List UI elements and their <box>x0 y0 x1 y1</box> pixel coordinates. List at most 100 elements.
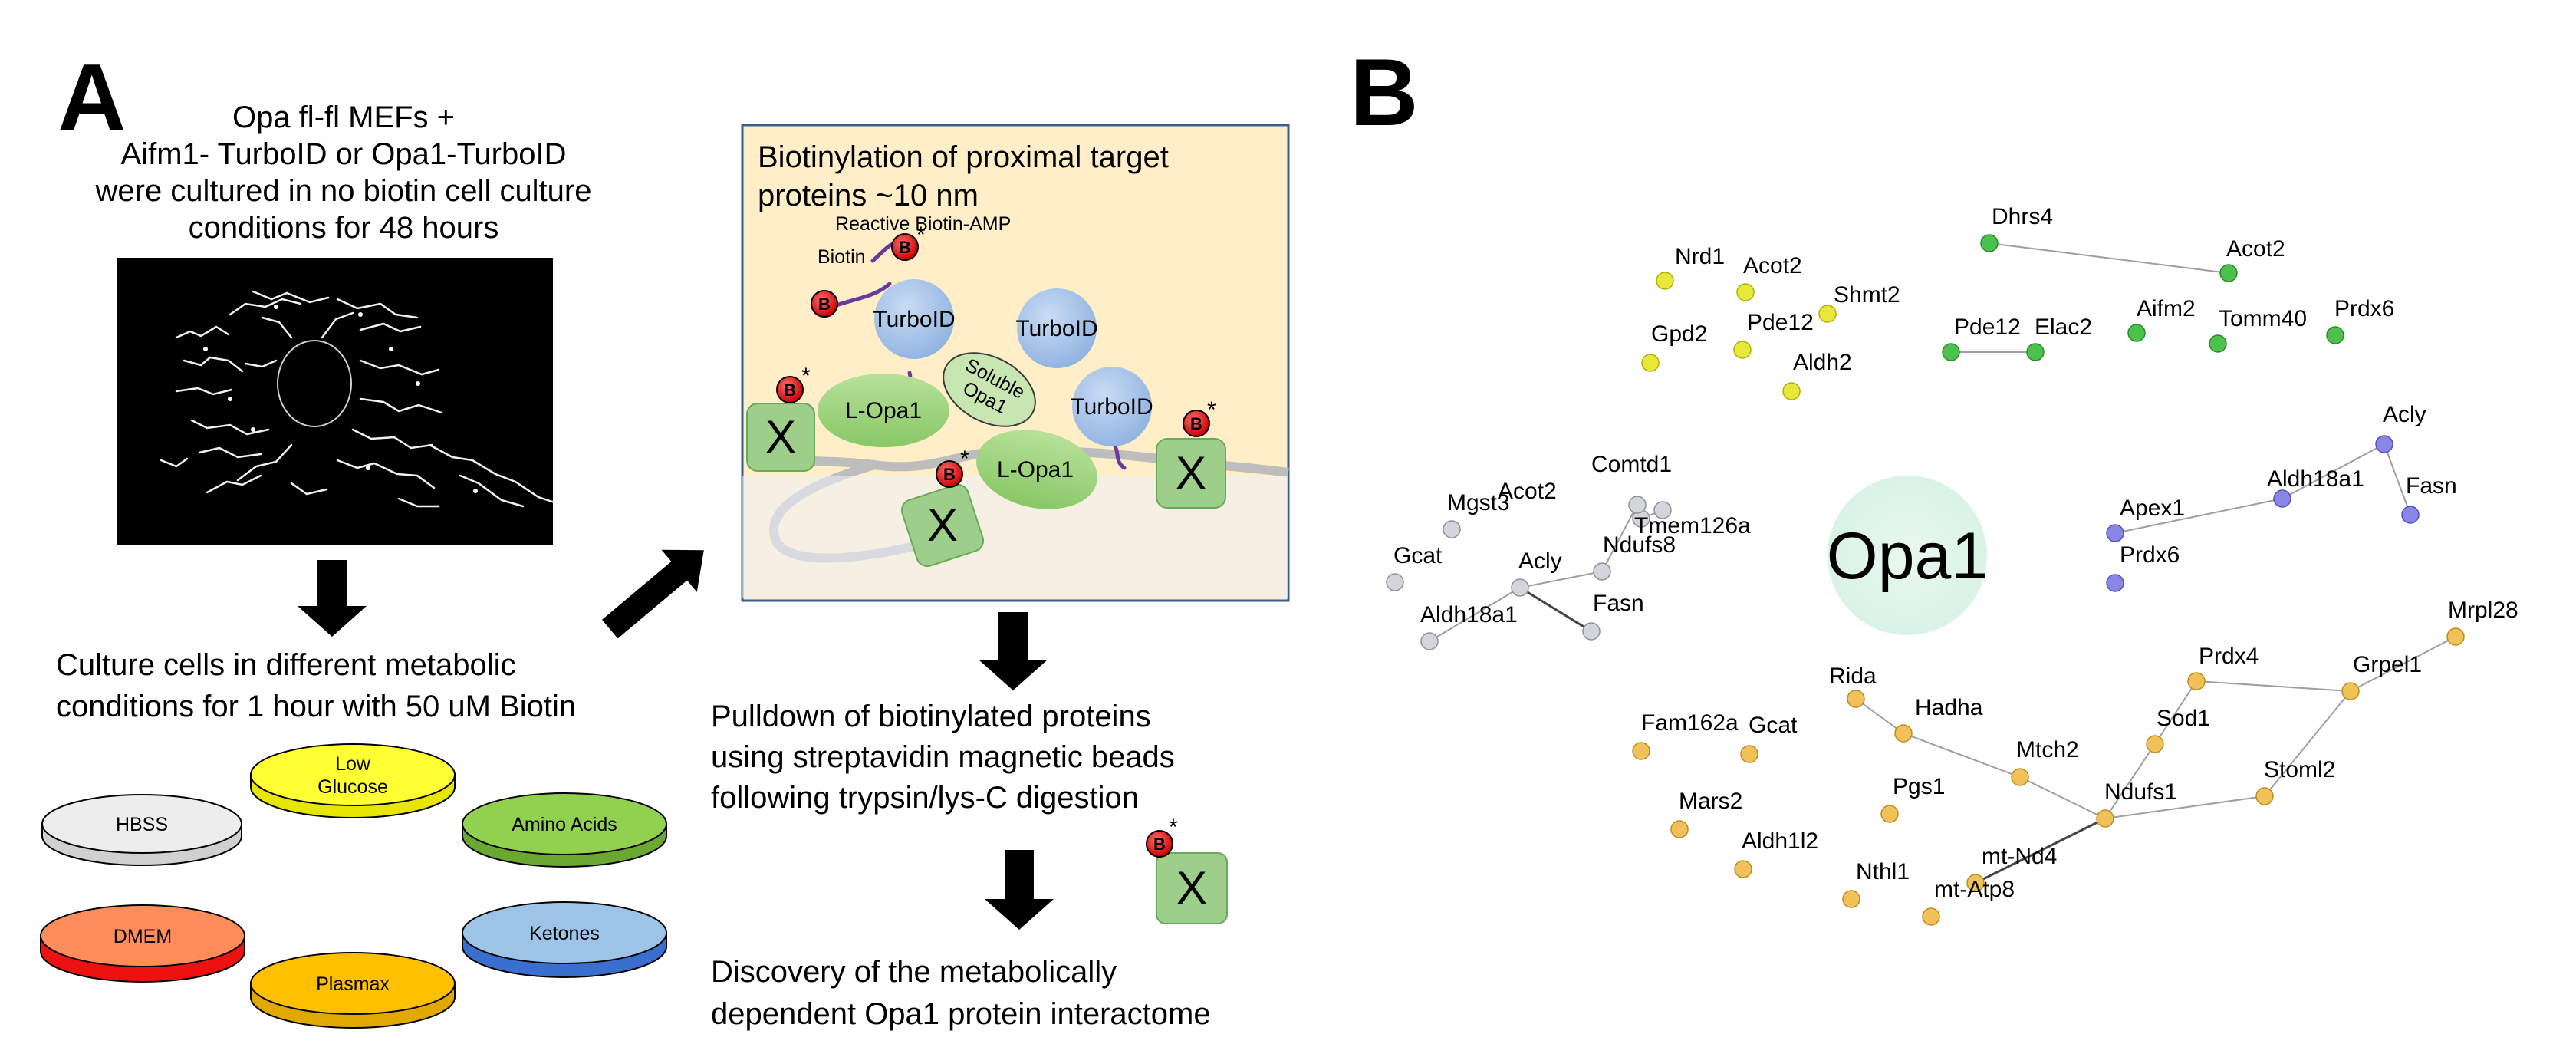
network-node <box>2375 435 2393 453</box>
network-node <box>2326 326 2344 344</box>
opa1-center: Opa1 <box>1827 476 1988 635</box>
pulldown-line: using streptavidin magnetic beads <box>711 740 1175 774</box>
pulldown-line: following trypsin/lys-C digestion <box>711 781 1139 815</box>
node-label: Aldh18a1 <box>1420 602 1518 627</box>
biotin-b-label: B <box>1153 835 1166 854</box>
x-label: X <box>1176 447 1206 499</box>
dish-ketones: Ketones <box>462 901 667 978</box>
network-node <box>2341 682 2360 700</box>
node-label: Fasn <box>1593 591 1644 616</box>
network-node <box>2219 264 2238 282</box>
network-node <box>1641 354 1660 372</box>
node-label: Prdx6 <box>2334 296 2394 321</box>
biotin-label: Biotin <box>818 246 866 268</box>
node-label: Tmem126a <box>1634 513 1751 538</box>
network-node <box>1733 341 1752 359</box>
network-node <box>1894 724 1913 743</box>
network-node <box>2106 524 2124 542</box>
network-node <box>2011 768 2029 786</box>
node-label: Ndufs1 <box>2104 779 2177 805</box>
node-label: Pgs1 <box>1893 774 1945 799</box>
network-node <box>2096 809 2114 828</box>
discovery-line: Discovery of the metabolically <box>711 955 1117 989</box>
network-node <box>1420 632 1439 650</box>
turboid-label: TurboID <box>1071 394 1153 420</box>
culture-line: conditions for 1 hour with 50 uM Biotin <box>56 690 576 723</box>
star-mark: * <box>916 222 926 248</box>
network-node <box>1842 890 1860 908</box>
dish-label: HBSS <box>116 814 168 835</box>
network-node <box>1922 907 1940 926</box>
pulldown-line: Pulldown of biotinylated proteins <box>711 700 1151 733</box>
network-node <box>2401 506 2420 524</box>
l-opa1-protein: L-Opa1 <box>818 374 949 447</box>
node-label: Grpel1 <box>2353 652 2422 677</box>
network-node <box>1443 520 1461 538</box>
network-node <box>1966 874 1985 892</box>
node-label: Acot2 <box>2226 236 2285 262</box>
soluble-opa1-protein: Soluble Opa1 <box>943 352 1036 427</box>
node-label: Aldh18a1 <box>2267 466 2364 492</box>
node-label: Hadha <box>1915 695 1983 720</box>
network-node <box>1593 562 1611 581</box>
node-label: Elac2 <box>2035 315 2092 340</box>
node-label: Pde12 <box>1954 315 2021 340</box>
node-label: Apex1 <box>2120 496 2185 521</box>
network-node <box>1880 805 1899 823</box>
biotinylated-x-icon: X B * <box>1146 815 1228 924</box>
network-node <box>2273 489 2291 508</box>
network-node <box>1632 742 1650 760</box>
intro-line: were cultured in no biotin cell culture <box>94 174 591 208</box>
network-node <box>2255 787 2274 805</box>
node-label: Shmt2 <box>1834 282 1900 308</box>
dish-label: DMEM <box>114 926 172 947</box>
node-label: Prdx6 <box>2120 542 2180 568</box>
biotin-b-label: B <box>899 238 911 257</box>
turboid-label: TurboID <box>1015 316 1097 341</box>
down-arrow-icon <box>985 850 1054 930</box>
network-node <box>1670 820 1689 838</box>
biotin-icon: B * <box>776 364 811 403</box>
node-label: Acot2 <box>1743 253 1802 278</box>
network-node <box>1942 343 1960 361</box>
intro-line: conditions for 48 hours <box>189 211 499 245</box>
network-node <box>1980 234 1999 252</box>
network-node <box>2127 324 2146 342</box>
l-opa1-protein: L-Opa1 <box>976 430 1097 509</box>
node-label: Comtd1 <box>1591 452 1672 477</box>
biotin-b-label: B <box>818 295 831 314</box>
biotin-icon: B * <box>1183 397 1216 437</box>
dish-amino-acids: Amino Acids <box>462 792 667 868</box>
dish-dmem: DMEM <box>40 904 245 983</box>
node-label: Mars2 <box>1679 789 1742 814</box>
mitochondria-micrograph <box>117 258 558 545</box>
discovery-step-text: Discovery of the metabolically dependent… <box>711 955 1211 1031</box>
x-label: X <box>1176 862 1207 914</box>
star-mark: * <box>1169 815 1178 840</box>
node-label: mt-Atp8 <box>1934 877 2015 902</box>
node-label: Rida <box>1829 664 1877 689</box>
intro-line: Aifm1- TurboID or Opa1-TurboID <box>121 137 567 171</box>
node-label: Gcat <box>1749 713 1798 738</box>
star-mark: * <box>960 446 969 472</box>
node-label: Sod1 <box>2157 706 2210 731</box>
node-label: Gcat <box>1393 543 1443 568</box>
network-node <box>2209 334 2227 353</box>
l-opa1-label: L-Opa1 <box>845 398 922 423</box>
node-label: Aldh2 <box>1793 350 1852 375</box>
node-label: Mtch2 <box>2016 737 2079 762</box>
network-node <box>2146 735 2164 753</box>
network-node <box>2106 574 2124 592</box>
dish-label: Low <box>335 753 371 775</box>
node-label: Acly <box>1518 548 1562 574</box>
node-label: Ndufs8 <box>1603 532 1676 558</box>
down-arrow-icon <box>979 612 1048 690</box>
culture-step-text: Culture cells in different metabolic con… <box>56 648 576 723</box>
intro-text: Opa fl-fl MEFs + Aifm1- TurboID or Opa1-… <box>94 100 591 245</box>
cluster-blue: Acly Fasn Aldh18a1 Apex1 Prdx6 <box>2106 402 2457 592</box>
dish-low-glucose: Low Glucose <box>250 743 456 818</box>
node-label: Dhrs4 <box>1992 204 2053 229</box>
x-protein: X <box>1156 438 1226 509</box>
node-label: Stoml2 <box>2264 757 2335 782</box>
